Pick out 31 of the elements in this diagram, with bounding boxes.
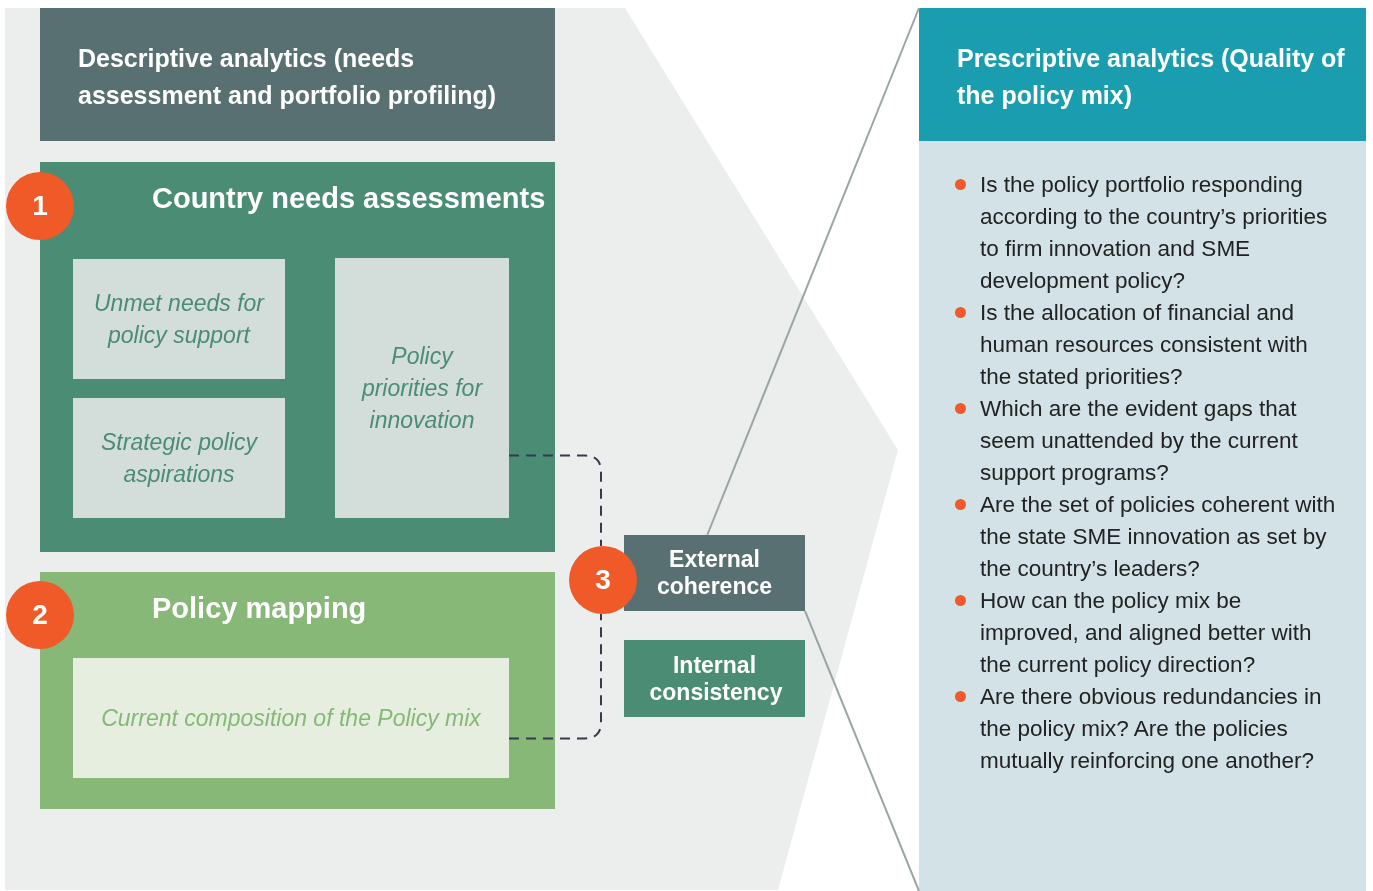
step-number: 1 — [32, 190, 48, 222]
dashed-connector — [508, 454, 602, 547]
box-text: Current composition of the Policy mix — [101, 704, 481, 733]
box-text: Policy priorities for innovation — [360, 342, 484, 435]
question-text: Are there obvious redundancies in the policy mix? Are the policies mutually reinforcing one another? — [980, 683, 1323, 775]
dashed-connector — [508, 613, 602, 740]
box-text: Unmet needs for policy support — [93, 289, 266, 350]
label-box — [624, 640, 805, 717]
content-box — [73, 658, 509, 778]
heading-text: Descriptive analytics (needs assessment and portfolio profiling) — [78, 43, 498, 111]
content-box — [73, 259, 285, 379]
label-text: External coherence — [655, 546, 774, 600]
question-text: Is the policy portfolio responding according to the country’s priorities to firm innovation and SME development policy? — [980, 171, 1329, 295]
content-box — [73, 398, 285, 518]
connector-line — [804, 610, 920, 891]
heading-text: Prescriptive analytics (Quality of the policy mix) — [957, 43, 1346, 111]
box-text: Strategic policy aspirations — [100, 428, 259, 489]
label-box — [624, 535, 805, 611]
step-number: 2 — [32, 599, 48, 631]
question-text: How can the policy mix be improved, and aligned better with the current policy direction? — [980, 587, 1313, 679]
header-panel — [40, 8, 555, 141]
question-text: Are the set of policies coherent with the state SME innovation as set by the country’s leaders? — [980, 491, 1336, 583]
header-panel — [919, 8, 1366, 141]
question-text: Which are the evident gaps that seem unattended by the current support programs? — [980, 395, 1299, 487]
content-box — [335, 258, 509, 518]
section-title: Country needs assessments — [152, 182, 546, 215]
questions-panel — [919, 141, 1366, 891]
section-title: Policy mapping — [152, 592, 367, 625]
step-number: 3 — [595, 564, 611, 596]
question-text: Is the allocation of financial and human resources consistent with the stated priorities? — [980, 299, 1309, 391]
connector-line — [706, 7, 920, 536]
